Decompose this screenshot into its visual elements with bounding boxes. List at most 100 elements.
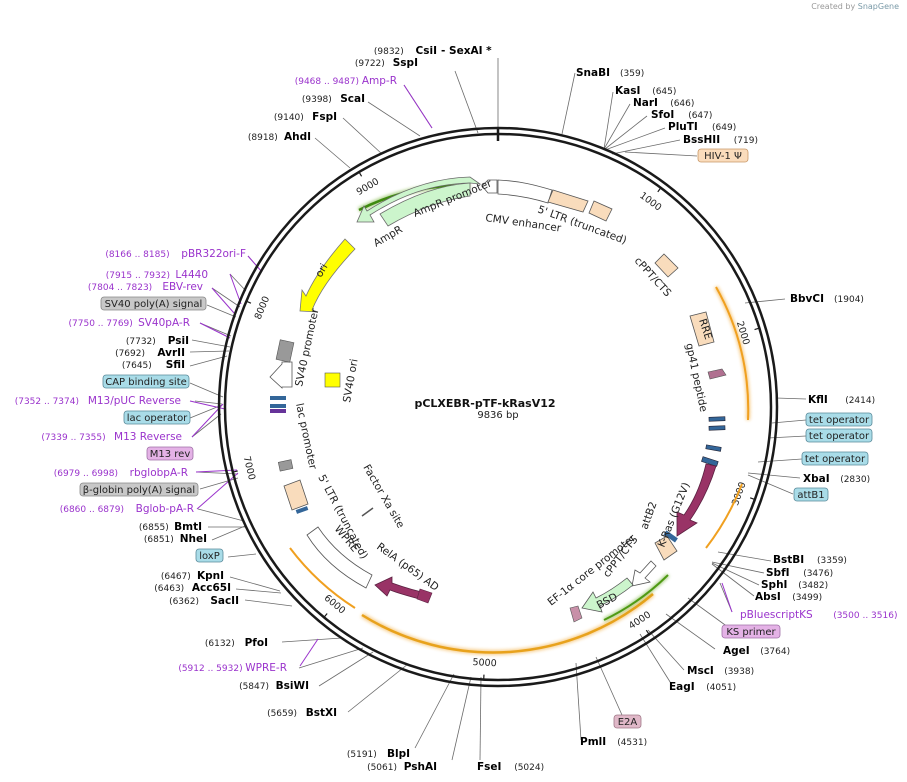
site-position: (6979 .. 6998) (54, 469, 118, 479)
enzyme-label[interactable]: PmlI(4531) (580, 736, 647, 748)
enzyme-label[interactable]: KflI(2414) (808, 394, 875, 406)
site-name: SnaBI (576, 67, 610, 79)
enzyme-label[interactable]: FspI(9140) (274, 111, 337, 123)
enzyme-label[interactable]: XbaI(2830) (803, 473, 870, 485)
rre-lower-arc (705, 483, 743, 549)
site-name: KpnI (197, 570, 224, 582)
feature-callout[interactable]: tet operator (805, 428, 873, 443)
callout-text: KS primer (726, 627, 776, 638)
callout-box (146, 446, 194, 461)
site-name: PsiI (168, 335, 189, 347)
enzyme-label[interactable]: AhdI(8918) (248, 131, 311, 143)
enzyme-label[interactable]: Acc65I(6463) (154, 582, 231, 594)
primer-label[interactable]: WPRE-R(5912 .. 5932) (178, 662, 287, 674)
enzyme-label[interactable]: MscI(3938) (687, 665, 754, 677)
cmv-enhancer-box (497, 179, 553, 204)
feature-callout[interactable]: lac operator (123, 410, 191, 425)
enzyme-label[interactable]: AbsI(3499) (755, 591, 822, 603)
enzyme-label[interactable]: BbvCI(1904) (790, 293, 864, 305)
feature-callout[interactable]: β-globin poly(A) signal (79, 482, 199, 497)
enzyme-label[interactable]: BssHII(719) (683, 134, 758, 146)
site-position: (2830) (840, 475, 870, 485)
enzyme-label[interactable]: FseI(5024) (477, 761, 544, 773)
site-name: Acc65I (192, 582, 231, 594)
position-tick (749, 497, 757, 501)
site-name: BbvCI (790, 293, 824, 305)
callout-box (805, 428, 873, 443)
feature-callout[interactable]: tet operator (805, 412, 873, 427)
primer-label[interactable]: SV40pA-R(7750 .. 7769) (69, 317, 190, 329)
feature-callout[interactable]: attB1 (793, 487, 829, 502)
feature-callout[interactable]: M13 rev (146, 446, 194, 461)
snapgene-logo: SnapGene (857, 2, 899, 11)
site-position: (719) (734, 136, 758, 146)
wpre-box (306, 526, 373, 589)
site-position: (7915 .. 7932) (106, 271, 170, 281)
enzyme-label[interactable]: BmtI(6855) (139, 521, 202, 533)
enzyme-label[interactable]: SnaBI (359) (576, 67, 644, 79)
enzyme-label[interactable]: KpnI (6467) (161, 570, 224, 582)
enzyme-label[interactable]: NheI(6851) (144, 533, 207, 545)
feature-callout[interactable]: tet operator (801, 451, 869, 466)
enzyme-label[interactable]: CsiI(9832) (374, 45, 437, 57)
attb1-mark (701, 456, 719, 467)
enzyme-label[interactable]: EagI(4051) (669, 681, 736, 693)
enzyme-label[interactable]: SacII(6362) (169, 595, 239, 607)
feature-callout[interactable]: KS primer (721, 624, 781, 639)
position-tick-label: 5000 (472, 657, 497, 669)
site-name: AgeI (723, 645, 750, 657)
primer-label[interactable]: EBV-rev(7804 .. 7823) (88, 281, 203, 293)
site-name: AhdI (284, 131, 311, 143)
enzyme-label[interactable]: PshAI(5061) (367, 761, 437, 773)
tet-operator-2 (708, 425, 726, 431)
site-name: EagI (669, 681, 695, 693)
site-position: (6467) (161, 572, 191, 582)
position-tick-label: 1000 (637, 190, 663, 213)
site-position: (3764) (760, 647, 790, 657)
enzyme-label[interactable]: SfiI(7645) (122, 359, 185, 371)
enzyme-label[interactable]: BstBI(3359) (773, 554, 847, 566)
feature-callout[interactable]: loxP (195, 548, 224, 563)
site-name: BsiWI (276, 680, 309, 692)
position-tick (231, 470, 238, 473)
enzyme-label[interactable]: ScaI(9398) (302, 93, 365, 105)
kras-arrow (676, 463, 717, 537)
primer-label[interactable]: L4440(7915 .. 7932) (106, 269, 208, 281)
site-position: (5847) (239, 682, 269, 692)
site-position: (359) (620, 69, 644, 79)
enzyme-label[interactable]: KasI(645) (615, 85, 676, 97)
enzyme-label[interactable]: BsiWI (5847) (239, 680, 309, 692)
enzyme-label[interactable]: SbfI(3476) (766, 567, 833, 579)
site-name: SacII (210, 595, 239, 607)
enzyme-label[interactable]: AgeI (3764) (723, 645, 790, 657)
site-name: MscI (687, 665, 714, 677)
primer-label[interactable]: Amp-R(9468 .. 9487) (295, 75, 397, 87)
primer-label[interactable]: pBluescriptKS(3500 .. 3516) (740, 609, 897, 621)
primer-label[interactable]: rbglobpA-R(6979 .. 6998) (54, 467, 188, 479)
primer-label[interactable]: M13 Reverse(7339 .. 7355) (41, 431, 182, 443)
primer-label[interactable]: pBR322ori-F(8166 .. 8185) (105, 248, 246, 260)
enzyme-label[interactable]: SfoI(647) (651, 109, 712, 121)
enzyme-label[interactable]: PfoI(6132) (205, 637, 268, 649)
enzyme-label[interactable]: BstXI(5659) (267, 707, 337, 719)
site-position: (7804 .. 7823) (88, 283, 152, 293)
bsd-arc (603, 574, 669, 621)
enzyme-label[interactable]: SspI(9722) (355, 57, 418, 69)
feature-callout[interactable]: HIV-1 Ψ (697, 148, 749, 163)
enzyme-label[interactable]: BlpI(5191) (347, 748, 410, 760)
feature-callout[interactable]: CAP binding site (102, 374, 190, 389)
enzyme-label[interactable]: PluTI(649) (668, 121, 736, 133)
callout-text: tet operator (805, 454, 866, 465)
primer-label[interactable]: M13/pUC Reverse(7352 .. 7374) (15, 395, 181, 407)
enzyme-label[interactable]: AvrII(7692) (115, 347, 185, 359)
site-name: PluTI (668, 121, 698, 133)
gp41-arc (715, 286, 750, 421)
enzyme-label[interactable]: PsiI(7732) (126, 335, 189, 347)
callout-box (721, 624, 781, 639)
primer-label[interactable]: Bglob-pA-R(6860 .. 6879) (60, 503, 194, 515)
enzyme-label[interactable]: - SexAI * (441, 45, 492, 57)
enzyme-label[interactable]: NarI(646) (633, 97, 694, 109)
enzyme-label[interactable]: SphI(3482) (761, 579, 828, 591)
feature-callout[interactable]: E2A (613, 714, 642, 729)
feature-callout[interactable]: SV40 poly(A) signal (100, 296, 207, 311)
